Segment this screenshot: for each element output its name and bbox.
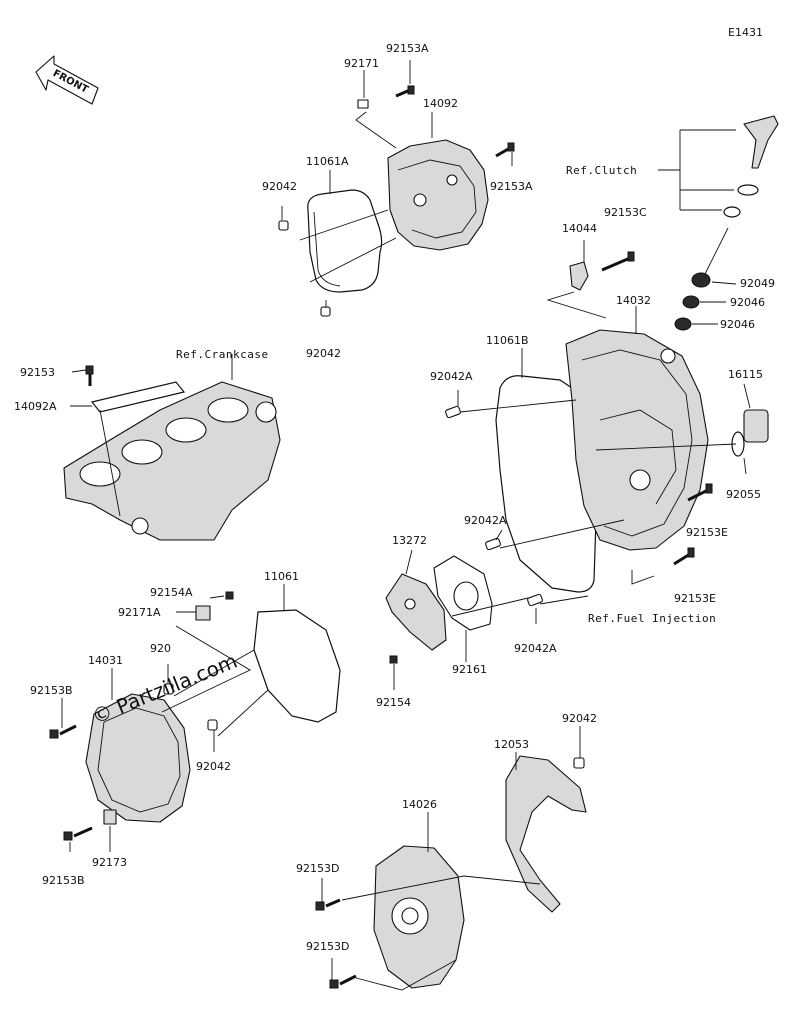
label-92042A-a: 92042A bbox=[430, 370, 473, 383]
clutch-cover-14032 bbox=[565, 329, 709, 551]
pickup-cover-assembly bbox=[385, 549, 529, 690]
label-92171A: 92171A bbox=[118, 606, 161, 619]
label-92046-a: 92046 bbox=[730, 296, 765, 309]
label-92153E-b: 92153E bbox=[674, 592, 716, 605]
label-13272: 13272 bbox=[392, 534, 427, 547]
label-92049: 92049 bbox=[740, 277, 775, 290]
gasket-11061B bbox=[495, 375, 599, 593]
gasket-11061 bbox=[253, 609, 341, 723]
label-92153D-a: 92153D bbox=[296, 862, 339, 875]
bolt-92153D-b bbox=[329, 974, 357, 989]
label-11061A: 11061A bbox=[306, 155, 349, 168]
damper-14044 bbox=[569, 261, 589, 291]
label-92042A-b: 92042A bbox=[464, 514, 507, 527]
bolt-92153 bbox=[85, 365, 94, 375]
label-92153B-b: 92153B bbox=[42, 874, 85, 887]
clutch-cover-assembly bbox=[445, 240, 769, 624]
bolt-92153B-a bbox=[49, 724, 77, 739]
label-92153D-b: 92153D bbox=[306, 940, 349, 953]
label-92153A-right: 92153A bbox=[490, 180, 533, 193]
label-12053: 12053 bbox=[494, 738, 529, 751]
clip-92171A bbox=[195, 605, 211, 621]
crankcase bbox=[63, 381, 281, 541]
clutch-lever bbox=[743, 115, 779, 169]
label-14031: 14031 bbox=[88, 654, 123, 667]
bolt-92153B-b bbox=[63, 826, 93, 841]
seal-92046-a bbox=[682, 295, 700, 309]
seal-92049 bbox=[691, 272, 711, 288]
dowel-92042-a bbox=[278, 220, 289, 231]
label-920-partial: 920 bbox=[150, 642, 171, 655]
diagram-code: E1431 bbox=[728, 26, 763, 39]
bolt-92153E-a bbox=[687, 483, 713, 502]
cover-14092 bbox=[387, 139, 489, 251]
bolt-92153D-a bbox=[315, 898, 341, 911]
label-92154: 92154 bbox=[376, 696, 411, 709]
dowel-92042A-b bbox=[485, 537, 501, 551]
bolt-92153E-b bbox=[673, 547, 695, 566]
seal-92046-b bbox=[674, 317, 692, 331]
clutch-ref-assembly bbox=[658, 115, 779, 331]
bolt-92153A-top bbox=[395, 85, 415, 98]
dowel-92042-b bbox=[320, 306, 331, 317]
gasket-14092A bbox=[90, 381, 186, 413]
label-92153E-a: 92153E bbox=[686, 526, 728, 539]
cover-13272 bbox=[385, 573, 447, 651]
bolt-92153C bbox=[601, 251, 635, 272]
label-92042-a: 92042 bbox=[262, 180, 297, 193]
label-92042A-c: 92042A bbox=[514, 642, 557, 655]
dowel-92042A-a bbox=[445, 405, 461, 419]
label-14092: 14092 bbox=[423, 97, 458, 110]
dowel-920-partial bbox=[163, 683, 174, 695]
label-14026: 14026 bbox=[402, 798, 437, 811]
generator-cover-14031 bbox=[85, 693, 191, 823]
label-14032: 14032 bbox=[616, 294, 651, 307]
front-arrow-icon: FRONT bbox=[35, 55, 99, 105]
clip-92173 bbox=[103, 809, 117, 825]
label-92042-b: 92042 bbox=[306, 347, 341, 360]
ref-clutch: Ref.Clutch bbox=[566, 164, 637, 177]
guide-12053 bbox=[505, 755, 587, 913]
label-11061: 11061 bbox=[264, 570, 299, 583]
label-92153C: 92153C bbox=[604, 206, 647, 219]
crankcase-ref-assembly bbox=[63, 354, 281, 541]
dowel-92042-c bbox=[207, 719, 218, 731]
generator-cover-assembly bbox=[49, 584, 341, 852]
dowel-92042-d bbox=[573, 757, 585, 769]
label-14092A: 14092A bbox=[14, 400, 57, 413]
ref-crankcase: Ref.Crankcase bbox=[176, 348, 269, 361]
bolt-92153A-right bbox=[495, 142, 515, 158]
sprocket-cover-assembly bbox=[315, 726, 587, 991]
label-92154A: 92154A bbox=[150, 586, 193, 599]
label-92046-b: 92046 bbox=[720, 318, 755, 331]
label-92171: 92171 bbox=[344, 57, 379, 70]
bolt-92154A bbox=[225, 591, 234, 600]
label-16115: 16115 bbox=[728, 368, 763, 381]
bolt-92154 bbox=[389, 655, 398, 664]
cover-14092-assembly bbox=[278, 60, 515, 317]
gasket-11061A bbox=[307, 189, 383, 293]
label-11061B: 11061B bbox=[486, 334, 529, 347]
cap-16115 bbox=[743, 409, 769, 443]
label-92153B-a: 92153B bbox=[30, 684, 73, 697]
dowel-92042A-c bbox=[527, 593, 543, 607]
label-92153: 92153 bbox=[20, 366, 55, 379]
label-92055: 92055 bbox=[726, 488, 761, 501]
label-92173: 92173 bbox=[92, 856, 127, 869]
ref-fuel-injection: Ref.Fuel Injection bbox=[588, 612, 716, 625]
label-14044: 14044 bbox=[562, 222, 597, 235]
label-92042-d: 92042 bbox=[562, 712, 597, 725]
label-92042-c: 92042 bbox=[196, 760, 231, 773]
label-92161: 92161 bbox=[452, 663, 487, 676]
clip-92171 bbox=[357, 99, 369, 109]
label-92153A-top: 92153A bbox=[386, 42, 429, 55]
